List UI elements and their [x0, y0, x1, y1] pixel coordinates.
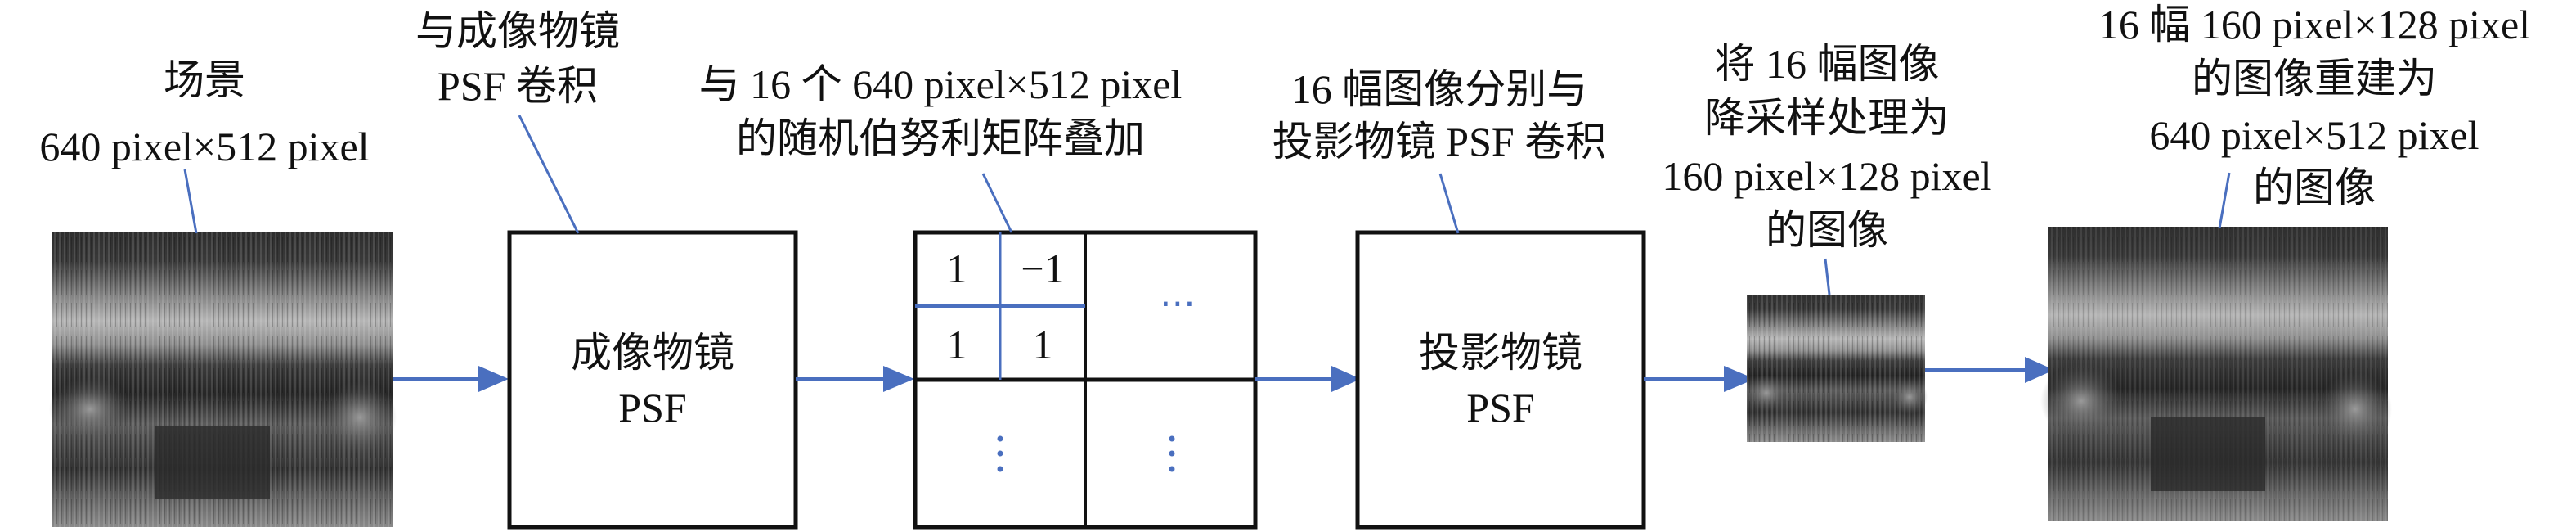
downsample-leader-line [1824, 258, 1831, 295]
arrow-matrix-to-projection [1255, 366, 1361, 392]
reconstruct-label-line2: 的图像重建为 [2192, 56, 2437, 101]
arrow-lens-to-matrix [796, 366, 914, 392]
vertical-ellipsis [997, 435, 1003, 472]
projection-lens-box-line1: 投影物镜 [1419, 330, 1582, 376]
imaging-lens-label-line2: PSF 卷积 [438, 63, 598, 109]
scene-label: 场景 640 pixel×512 pixel [39, 57, 369, 169]
downsample-label-line2: 降采样处理为 [1704, 95, 1950, 141]
arrow-scene-to-lens [393, 366, 509, 392]
reconstruct-leader-line [2218, 172, 2231, 229]
downsampled-image [1746, 295, 1928, 442]
reconstructed-image [2040, 227, 2392, 521]
imaging-lens-label-line1: 与成像物镜 [415, 8, 620, 54]
scene-label-line1: 场景 [164, 57, 245, 103]
matrix-cell: 1 [1033, 322, 1053, 367]
horizontal-ellipsis: ⋯ [1160, 282, 1196, 324]
projection-lens-leader-line [1438, 173, 1460, 234]
arrow-downsampled-to-reconstructed [1925, 357, 2054, 383]
projection-lens-label-line1: 16 幅图像分别与 [1291, 66, 1588, 112]
scene-label-line2: 640 pixel×512 pixel [39, 124, 369, 169]
projection-lens-label-line2: 投影物镜 PSF 卷积 [1272, 119, 1606, 165]
imaging-lens-leader-line [518, 115, 580, 234]
vertical-ellipsis [1169, 435, 1175, 472]
matrix-label-line1: 与 16 个 640 pixel×512 pixel [699, 61, 1183, 107]
projection-lens-box-line2: PSF [1466, 385, 1534, 431]
imaging-lens-box-line1: 成像物镜 [571, 330, 734, 376]
projection-lens-psf-box [1355, 230, 1646, 530]
scene-image [49, 232, 397, 527]
matrix-label-line2: 的随机伯努利矩阵叠加 [736, 115, 1145, 161]
matrix-cell: 1 [947, 246, 967, 291]
reconstruct-label-line1: 16 幅 160 pixel×128 pixel [2098, 2, 2530, 47]
downsample-label-line1: 将 16 幅图像 [1715, 41, 1940, 87]
reconstruct-label-line4: 的图像 [2253, 165, 2376, 210]
reconstruct-label-line3: 640 pixel×512 pixel [2149, 112, 2479, 158]
arrow-projection-to-downsampled [1644, 366, 1755, 392]
matrix-leader-line [981, 173, 1013, 233]
downsample-label-line3: 160 pixel×128 pixel [1662, 153, 1991, 199]
downsample-label-line4: 的图像 [1766, 207, 1888, 253]
matrix-cell: 1 [947, 322, 967, 367]
bernoulli-matrix: 1 −1 1 1 ⋯ [913, 230, 1258, 530]
imaging-lens-psf-box [507, 230, 798, 530]
matrix-cell: −1 [1021, 246, 1064, 291]
imaging-lens-box-line2: PSF [618, 385, 686, 431]
scene-leader-line [183, 169, 198, 234]
